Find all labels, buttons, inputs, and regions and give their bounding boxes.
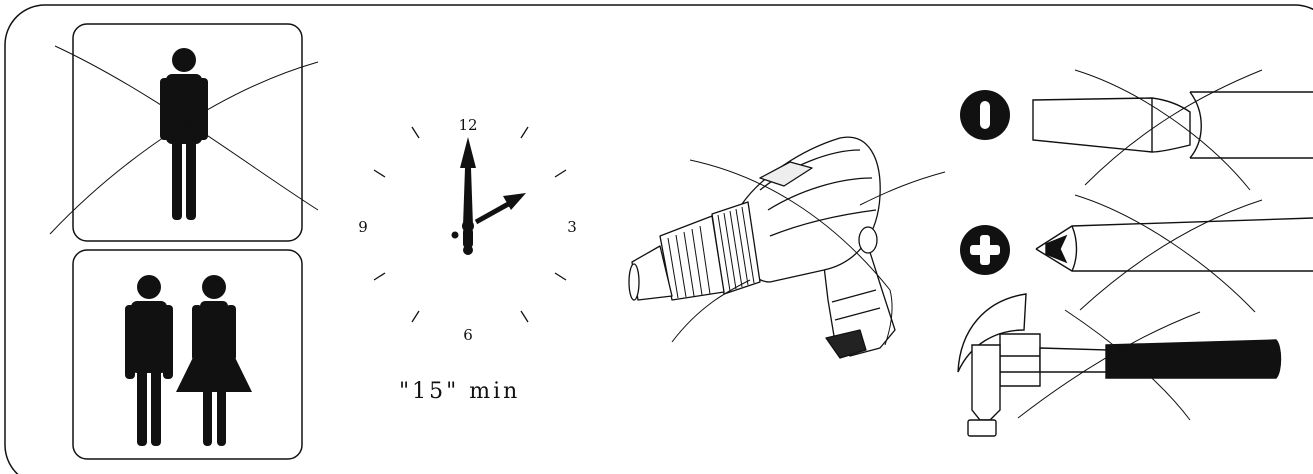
hammer-row bbox=[957, 293, 1282, 437]
clock-icon: 12 3 6 9 "15" min bbox=[358, 116, 577, 404]
hammer-icon bbox=[957, 293, 1282, 437]
clock-numeral-3: 3 bbox=[567, 218, 577, 236]
clock-numeral-9: 9 bbox=[358, 218, 368, 236]
cross-out-lines bbox=[1074, 69, 1263, 191]
outer-frame bbox=[4, 4, 1313, 474]
two-people-panel bbox=[72, 249, 303, 460]
phillips-screwdriver-bit-icon bbox=[1035, 217, 1313, 272]
one-person-panel bbox=[49, 23, 319, 242]
cross-out-lines bbox=[1074, 194, 1263, 313]
flat-screwdriver-bit-icon bbox=[1032, 91, 1313, 159]
flat-screwdriver-symbol-icon bbox=[960, 90, 1010, 140]
clock-tick-marks bbox=[373, 126, 567, 323]
time-label: "15" min bbox=[399, 379, 520, 404]
clock-hands bbox=[451, 137, 526, 255]
cross-out-lines bbox=[49, 45, 319, 235]
drill-icon bbox=[628, 136, 946, 359]
cross-out-lines bbox=[1017, 309, 1201, 421]
clock-numeral-6: 6 bbox=[463, 326, 473, 344]
person-icon bbox=[160, 48, 208, 220]
couple-icon bbox=[125, 275, 252, 446]
phillips-screwdriver-symbol-icon bbox=[960, 225, 1010, 275]
phillips-bit-row bbox=[960, 194, 1313, 313]
clock-numeral-12: 12 bbox=[458, 116, 477, 134]
flat-bit-row bbox=[960, 69, 1313, 191]
